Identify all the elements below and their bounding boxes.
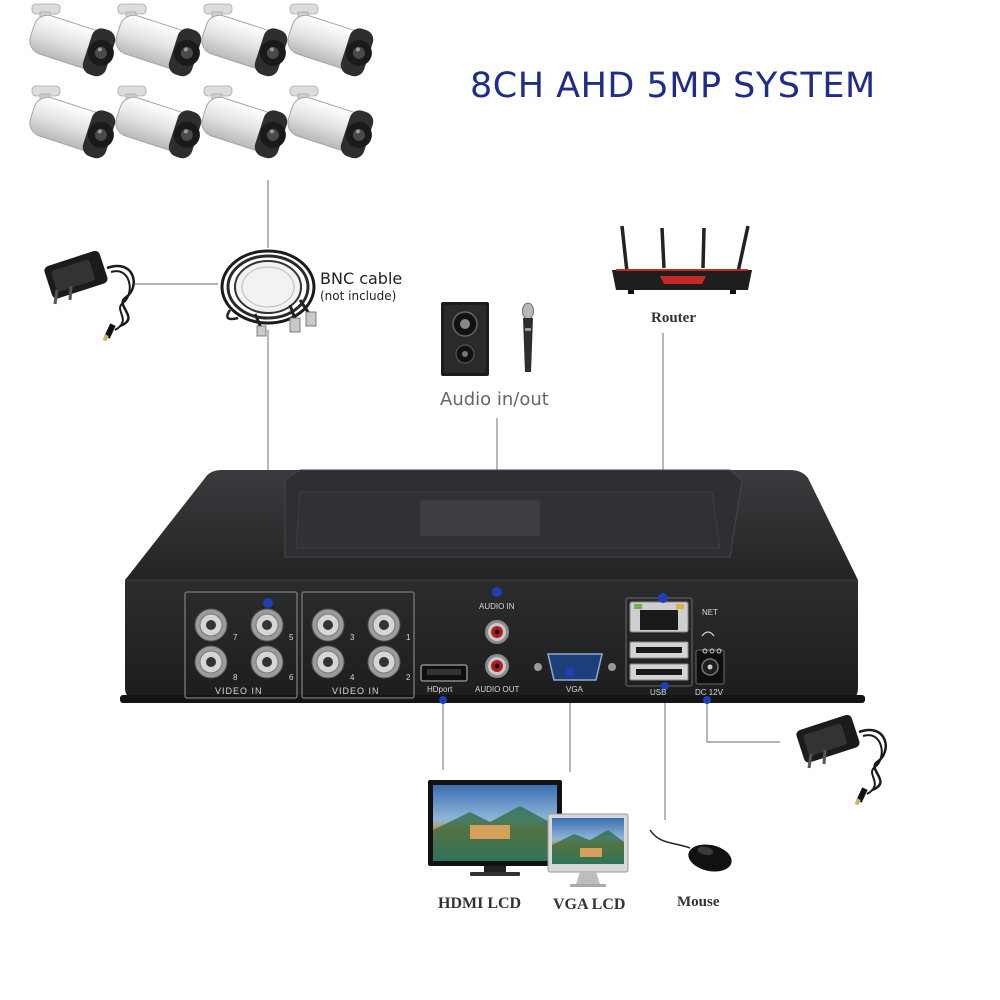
hdmi-lcd-label: HDMI LCD	[438, 895, 522, 912]
bnc-port: 6	[250, 645, 294, 682]
hdmi-monitor-icon	[428, 780, 562, 876]
bnc-ports: 7 5 3 1 8 6 4 2	[194, 608, 411, 682]
vga-dot	[566, 668, 574, 676]
bnc-port: 3	[311, 608, 355, 642]
bnc-port: 7	[194, 608, 238, 642]
audio-label: Audio in/out	[440, 389, 549, 410]
camera-icon	[201, 85, 288, 159]
vga-lcd-label: VGA LCD	[553, 896, 626, 913]
router-label: Router	[651, 310, 696, 326]
power-adapter-icon	[44, 250, 135, 342]
net-dot	[658, 593, 668, 603]
audio-in-dot	[492, 587, 502, 597]
bnc-port-number: 4	[350, 673, 355, 682]
hdmi-dot	[439, 696, 447, 704]
connection-dots	[263, 587, 711, 704]
bnc-cable-icon	[220, 249, 317, 337]
video-in-dot	[263, 598, 273, 608]
vga-port-label: VGA	[566, 685, 583, 694]
router-icon	[612, 225, 752, 294]
audio-in-label: AUDIO IN	[479, 602, 515, 611]
bnc-port-number: 8	[233, 673, 238, 682]
vga-monitor-icon	[547, 813, 629, 887]
microphone-icon	[522, 302, 534, 372]
mouse-icon	[649, 829, 732, 872]
dc-port-label: DC 12V	[695, 688, 724, 697]
usb-dot	[661, 682, 669, 690]
bnc-port: 2	[367, 645, 411, 682]
camera-icon	[115, 85, 202, 159]
bnc-port: 4	[311, 645, 355, 682]
bnc-port: 1	[367, 608, 411, 642]
bnc-cable-label: BNC cable	[320, 269, 403, 288]
bnc-port-number: 6	[289, 673, 294, 682]
bnc-note-label: (not include)	[320, 289, 397, 303]
video-in-right-label: VIDEO IN	[332, 686, 380, 696]
hdport-label: HDport	[427, 685, 453, 694]
usb-port-label: USB	[650, 688, 667, 697]
camera-icon	[29, 85, 116, 159]
video-in-left-label: VIDEO IN	[215, 686, 263, 696]
camera-icon	[287, 85, 374, 159]
camera-icon	[29, 3, 116, 77]
dc-power-line	[706, 700, 780, 743]
camera-group	[29, 3, 374, 159]
diagram-title: 8CH AHD 5MP SYSTEM	[470, 66, 876, 106]
camera-icon	[201, 3, 288, 77]
net-port-label: NET	[702, 608, 718, 617]
bnc-port-number: 7	[233, 633, 238, 642]
camera-icon	[115, 3, 202, 77]
dc-dot	[703, 696, 711, 704]
bnc-port-number: 1	[406, 633, 411, 642]
bnc-port-number: 3	[350, 633, 355, 642]
bnc-port-number: 2	[406, 673, 411, 682]
dvr-unit: 7 5 3 1 8 6 4 2	[120, 469, 865, 703]
power-adapter-right-icon	[796, 714, 887, 806]
bnc-port: 8	[194, 645, 238, 682]
audio-out-label: AUDIO OUT	[475, 685, 520, 694]
speaker-icon	[441, 302, 489, 376]
bnc-port: 5	[250, 608, 294, 642]
bnc-port-number: 5	[289, 633, 294, 642]
mouse-label: Mouse	[677, 894, 720, 910]
camera-icon	[287, 3, 374, 77]
